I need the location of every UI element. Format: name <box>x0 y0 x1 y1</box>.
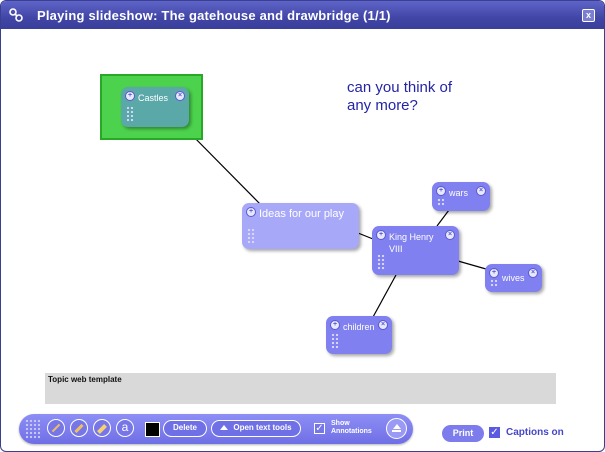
triangle-up-icon <box>220 425 229 430</box>
drag-grip-icon[interactable] <box>126 106 134 122</box>
link-henry-children <box>372 274 397 318</box>
node-close-icon[interactable]: × <box>445 230 455 240</box>
thin-pen-icon[interactable] <box>47 419 65 437</box>
node-handle-icon[interactable]: + <box>246 207 256 217</box>
node-close-icon[interactable]: × <box>528 268 538 278</box>
show-annotations-line1: Show <box>331 420 350 427</box>
node-handle-icon[interactable]: + <box>436 186 446 196</box>
link-ideas-henry <box>357 232 374 240</box>
node-connectors <box>185 128 487 318</box>
show-annotations-label: Show Annotations <box>331 420 372 436</box>
node-wives[interactable]: + × wives <box>485 264 542 292</box>
node-handle-icon[interactable]: + <box>330 320 340 330</box>
medium-pen-icon[interactable] <box>70 419 88 437</box>
close-icon[interactable]: x <box>582 9 595 22</box>
link-henry-wives <box>457 260 487 270</box>
drag-grip-icon[interactable] <box>437 198 445 206</box>
toolbar-expand-icon[interactable] <box>386 418 407 439</box>
node-children[interactable]: + × children <box>326 316 392 354</box>
toolbar-grip-icon[interactable] <box>25 419 41 439</box>
captions-checkbox[interactable]: ✓ <box>489 427 500 438</box>
drag-grip-icon[interactable] <box>377 254 385 270</box>
drag-grip-icon[interactable] <box>331 333 339 349</box>
annotation-toolbar: a Delete Open text tools ✓ Show Annotati… <box>19 414 413 444</box>
drag-grip-icon[interactable] <box>490 279 498 287</box>
topic-web-icon <box>9 8 23 22</box>
node-wars[interactable]: + × wars <box>432 182 490 211</box>
node-label: wives <box>502 273 525 283</box>
window-title: Playing slideshow: The gatehouse and dra… <box>37 8 391 23</box>
open-text-tools-button[interactable]: Open text tools <box>211 420 301 437</box>
node-label: King Henry VIII <box>389 232 434 254</box>
node-handle-icon[interactable]: + <box>376 230 386 240</box>
node-label: Ideas for our play <box>259 208 344 220</box>
node-king-henry[interactable]: + × King Henry VIII <box>372 226 459 275</box>
show-annotations-checkbox[interactable]: ✓ <box>314 423 325 434</box>
drag-grip-icon[interactable] <box>247 228 255 244</box>
link-castles-ideas <box>185 128 264 208</box>
node-label: children <box>343 322 375 332</box>
node-close-icon[interactable]: × <box>378 320 388 330</box>
slide-caption: Topic web template <box>45 373 556 404</box>
node-close-icon[interactable]: × <box>476 186 486 196</box>
node-handle-icon[interactable]: + <box>125 91 135 101</box>
captions-label: Captions on <box>506 427 564 438</box>
handwritten-annotation: can you think of any more? <box>347 79 453 114</box>
open-text-tools-label: Open text tools <box>233 423 292 432</box>
pen-color-swatch[interactable] <box>145 422 160 437</box>
node-label: Castles <box>138 93 169 103</box>
link-henry-wars <box>436 209 450 227</box>
slide-canvas: + × Castles + Ideas for our play + × Kin… <box>1 29 604 409</box>
node-handle-icon[interactable]: + <box>489 268 499 278</box>
highlighter-icon[interactable] <box>93 419 111 437</box>
caption-text: Topic web template <box>48 375 122 384</box>
show-annotations-line2: Annotations <box>331 428 372 435</box>
text-tool-icon[interactable]: a <box>116 419 134 437</box>
node-castles[interactable]: + × Castles <box>121 87 189 127</box>
print-button[interactable]: Print <box>442 425 484 442</box>
node-close-icon[interactable]: × <box>175 91 185 101</box>
node-label: wars <box>449 188 469 198</box>
delete-button[interactable]: Delete <box>163 420 207 437</box>
title-bar[interactable]: Playing slideshow: The gatehouse and dra… <box>1 1 604 29</box>
node-ideas-for-our-play[interactable]: + Ideas for our play <box>242 203 359 249</box>
